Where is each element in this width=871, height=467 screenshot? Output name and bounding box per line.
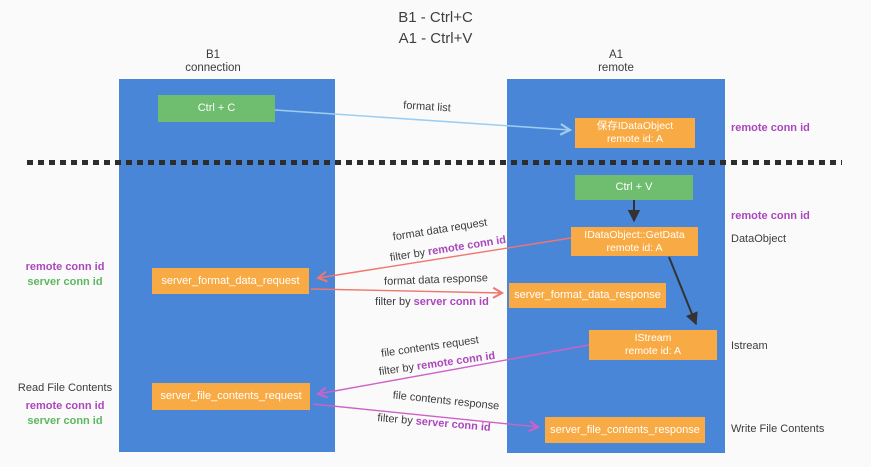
lifeline-b1-role: connection [185,62,241,74]
left-format-conn-ids: remote conn id server conn id [10,260,120,290]
right-paste-remote-conn-id: remote conn id [731,210,810,222]
node-getdata-line2: remote id: A [606,241,663,254]
node-istream: IStream remote id: A [589,330,717,360]
node-ctrl-v-label: Ctrl + V [615,181,653,193]
left-file-remote-conn-id: remote conn id [25,400,105,412]
left-format-server-conn-id: server conn id [27,276,103,288]
format-data-request-filter-id: remote conn id [427,233,507,259]
lifeline-b1-name: B1 [205,49,221,61]
node-file-request-label: server_file_contents_request [160,390,302,402]
node-format-request-label: server_format_data_request [161,274,300,287]
left-read-file-block: Read File Contents remote conn id server… [10,381,120,429]
file-contents-response-label: file contents response [392,389,500,413]
node-save-dataobject: 保存IDataObject remote id: A [575,118,695,148]
node-getdata-line1: IDataObject::GetData [584,228,685,241]
lifeline-a1-role: remote [598,62,634,74]
node-istream-line2: remote id: A [624,345,682,357]
format-data-response-filter-id: server conn id [413,296,489,308]
lifeline-a1-name: A1 [608,49,624,61]
right-write-file-contents-label: Write File Contents [731,423,825,435]
node-server-format-data-response: server_format_data_response [509,283,666,308]
node-save-dataobject-line2: remote id: A [606,133,664,145]
left-format-remote-conn-id: remote conn id [25,261,105,273]
format-data-response-filter-prefix: filter by [375,296,411,308]
node-idataobject-getdata: IDataObject::GetData remote id: A [571,227,698,256]
file-contents-request-filter-prefix: filter by [378,361,415,379]
lifeline-header-b1: B1 connection [133,49,293,75]
file-contents-response-filter-id: server conn id [415,415,492,434]
diagram-title-line2: A1 - Ctrl+V [398,30,473,47]
node-save-dataobject-line1: 保存IDataObject [596,120,674,132]
format-data-response-arrow [310,286,505,299]
node-format-response-label: server_format_data_response [514,289,661,301]
right-istream-label: Istream [731,340,768,352]
file-contents-response-filter-prefix: filter by [376,412,414,428]
format-data-response-label: format data response [383,272,489,288]
right-dataobject-label: DataObject [731,233,787,245]
right-save-remote-conn-id: remote conn id [731,122,810,134]
read-file-contents-label: Read File Contents [17,382,113,394]
node-server-file-contents-response: server_file_contents_response [545,417,705,443]
node-ctrl-c: Ctrl + C [158,95,275,122]
diagram-title-line1: B1 - Ctrl+C [398,9,473,26]
node-ctrl-c-label: Ctrl + C [197,102,236,114]
diagram-title: B1 - Ctrl+C A1 - Ctrl+V [0,7,871,49]
lifeline-header-a1: A1 remote [536,49,696,75]
copy-paste-divider [27,160,842,165]
node-server-file-contents-request: server_file_contents_request [152,383,310,410]
node-ctrl-v: Ctrl + V [575,175,693,200]
format-list-label: format list [402,99,452,115]
node-istream-line1: IStream [634,332,672,344]
node-server-format-data-request: server_format_data_request [152,268,309,294]
left-file-server-conn-id: server conn id [27,415,103,427]
format-data-request-filter-prefix: filter by [389,246,427,265]
node-file-response-label: server_file_contents_response [550,423,700,436]
